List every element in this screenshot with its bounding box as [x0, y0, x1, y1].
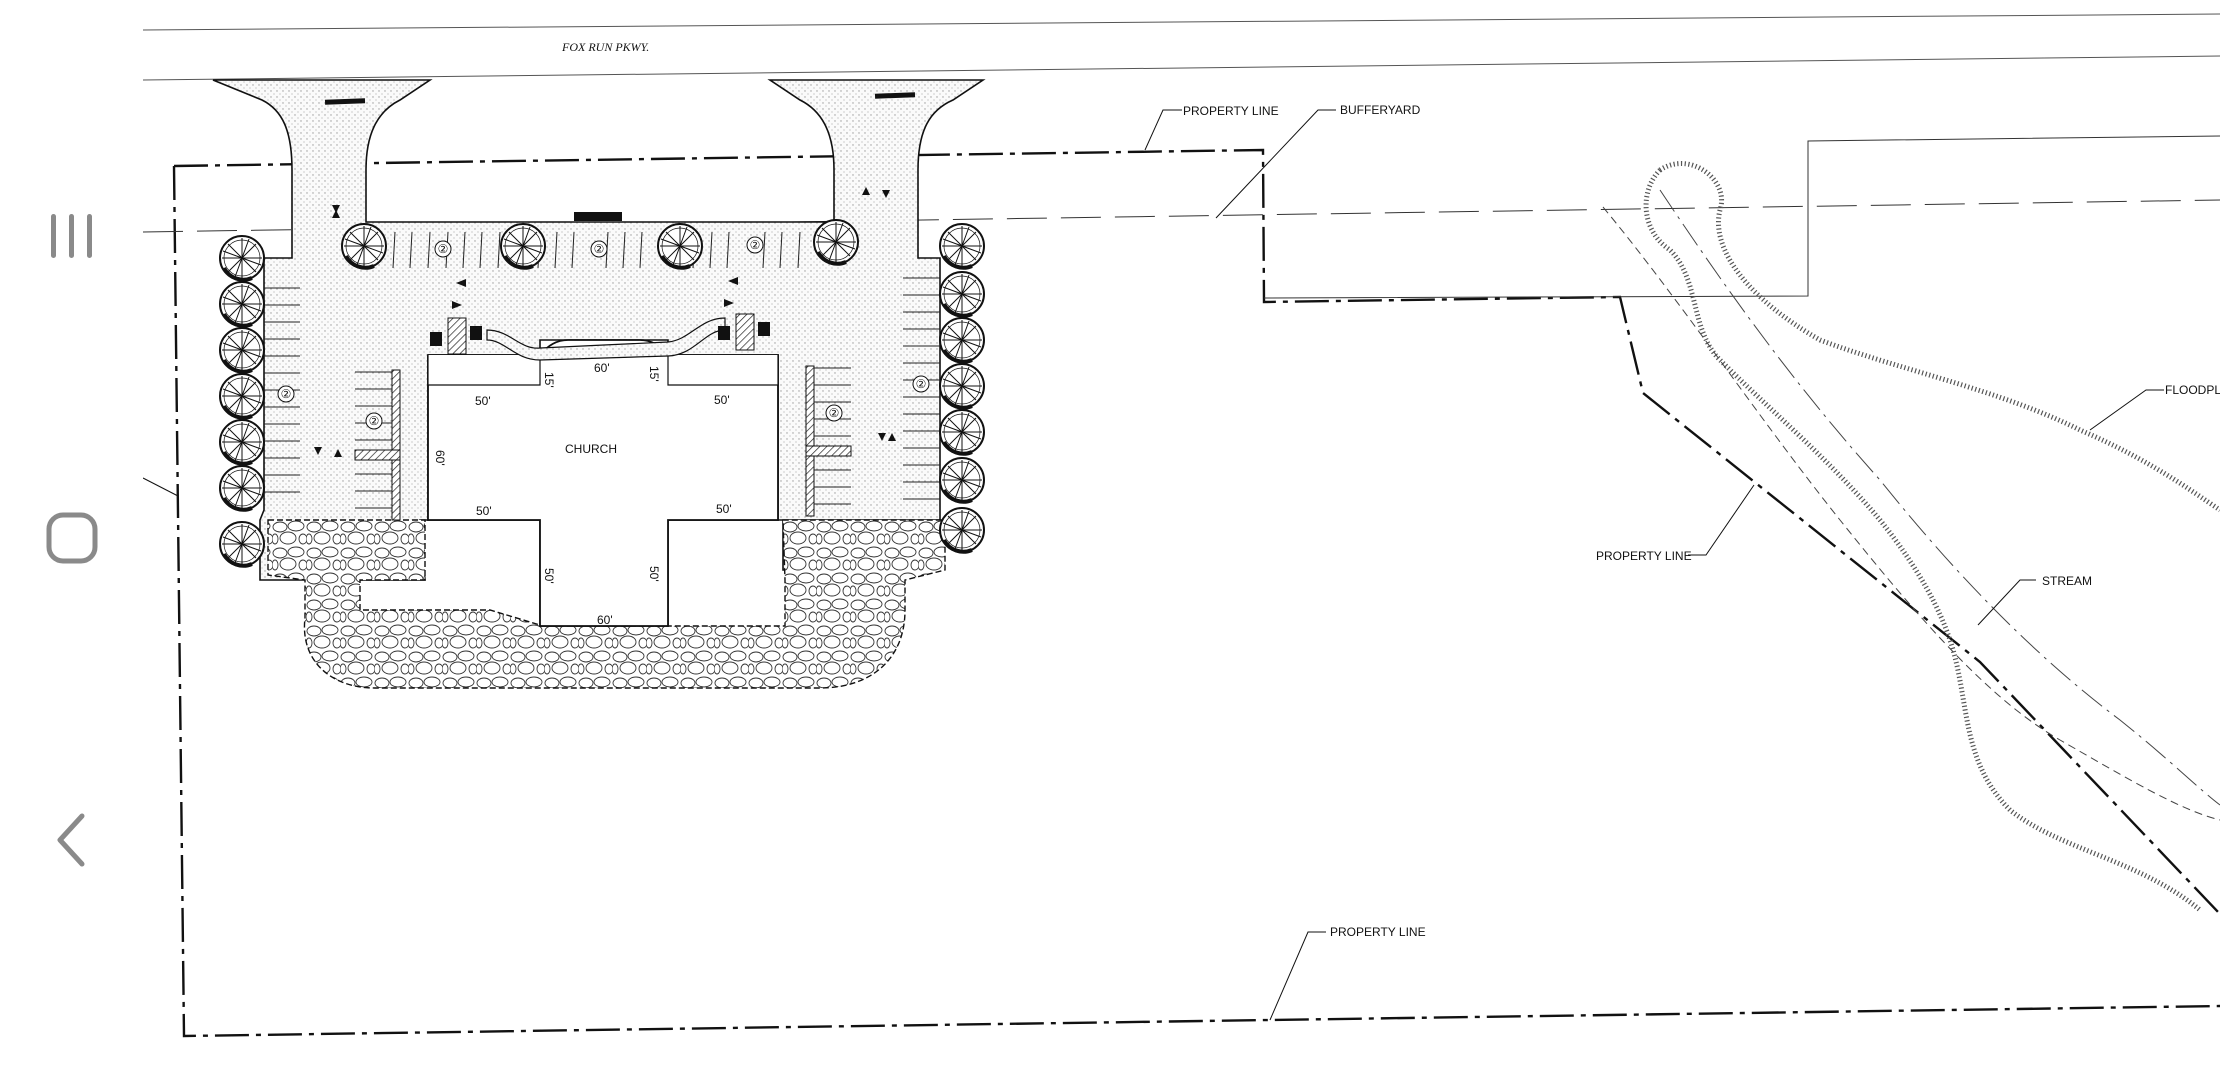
svg-text:②: ② [829, 406, 840, 420]
floodplain-boundary [1643, 161, 2220, 912]
svg-text:②: ② [281, 387, 292, 401]
svg-text:15': 15' [647, 366, 661, 382]
callout-leaders [1144, 109, 2164, 1021]
traffic-arrows [314, 187, 896, 457]
parking-lot [212, 79, 986, 581]
svg-text:15': 15' [542, 372, 556, 388]
label-floodplain: FLOODPLA [2165, 383, 2220, 397]
accessible-stalls [430, 313, 770, 355]
stream-lines [1602, 189, 2220, 821]
building-dimensions: CHURCH 50' 50' 60' 15' 15' 60' 50' 50' 5… [433, 361, 732, 627]
recents-button[interactable] [22, 186, 122, 286]
east-walk [805, 365, 815, 517]
system-navigation-bar [0, 0, 143, 1080]
label-bufferyard: BUFFERYARD [1340, 103, 1421, 117]
svg-text:②: ② [750, 238, 761, 252]
svg-text:60': 60' [594, 361, 610, 375]
svg-text:②: ② [369, 414, 380, 428]
svg-text:50': 50' [647, 566, 661, 582]
label-property-line-bottom: PROPERTY LINE [1330, 925, 1426, 939]
boundary-tick [142, 477, 179, 497]
back-button[interactable] [22, 790, 122, 890]
svg-text:60': 60' [433, 450, 447, 466]
svg-text:②: ② [916, 377, 927, 391]
cobble-paving [267, 519, 946, 689]
back-icon [57, 813, 85, 867]
stop-bars [324, 92, 916, 221]
recents-icon [51, 214, 92, 258]
home-button[interactable] [22, 488, 122, 588]
west-walk [391, 369, 401, 521]
svg-text:②: ② [594, 242, 605, 256]
svg-text:50': 50' [476, 504, 492, 518]
label-property-line-top: PROPERTY LINE [1183, 104, 1279, 118]
label-stream: STREAM [2042, 574, 2092, 588]
road-label: FOX RUN PKWY. [561, 40, 649, 54]
svg-text:50': 50' [714, 393, 730, 407]
parking-count-markers: ② ② ② ② ② ② ② ② [277, 236, 930, 430]
svg-text:②: ② [438, 242, 449, 256]
label-property-line-mid: PROPERTY LINE [1596, 549, 1692, 563]
home-icon [46, 512, 98, 564]
callout-labels: PROPERTY LINE BUFFERYARD FLOODPLA PROPER… [1183, 103, 2220, 939]
svg-text:60': 60' [597, 613, 613, 627]
svg-text:50': 50' [542, 568, 556, 584]
svg-text:50': 50' [475, 394, 491, 408]
adjacent-parcel-outline [1263, 135, 2220, 299]
church-label: CHURCH [565, 442, 617, 456]
svg-text:50': 50' [716, 502, 732, 516]
road [142, 13, 2220, 81]
